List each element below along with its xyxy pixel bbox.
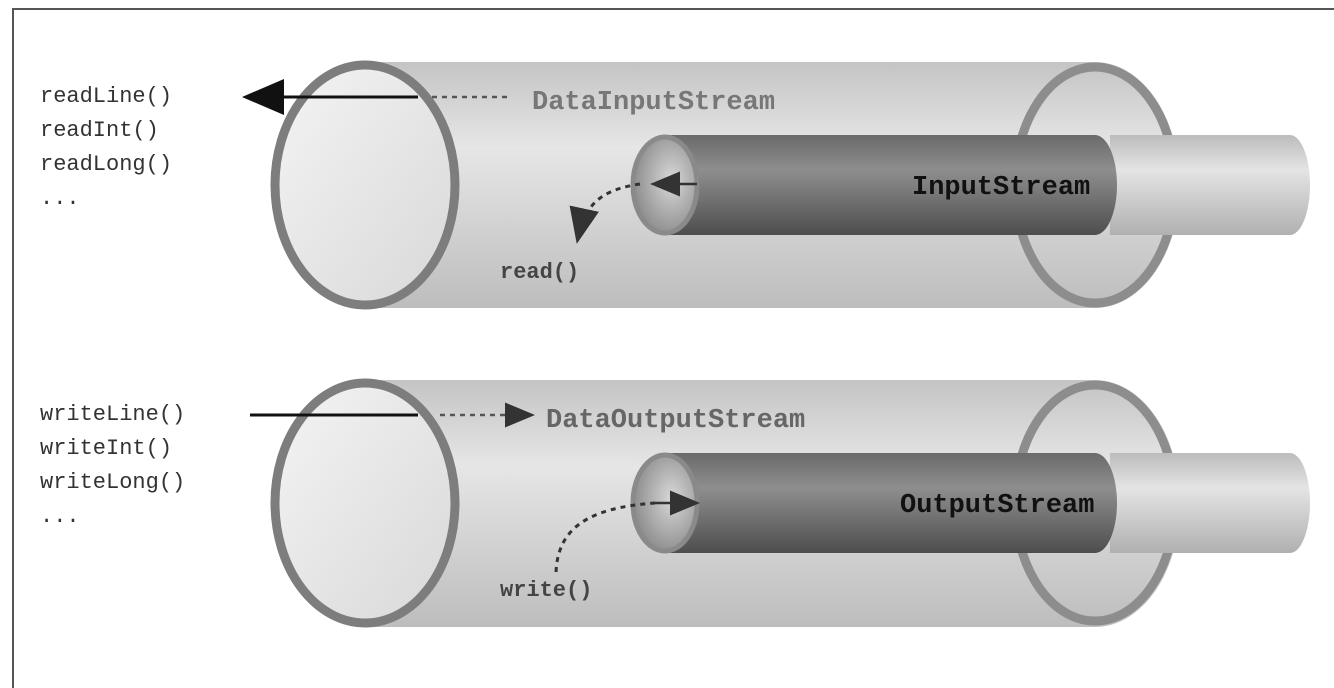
diagram-frame bbox=[12, 8, 1334, 688]
read-call-arrow bbox=[569, 182, 641, 244]
method-writeint: writeInt() bbox=[40, 436, 173, 461]
output-stream-label: OutputStream bbox=[900, 491, 1094, 521]
write-call-arrow bbox=[554, 501, 656, 573]
write-call-label: write() bbox=[500, 578, 592, 603]
input-method-list: readLine() readInt() readLong() ... bbox=[40, 80, 172, 216]
output-stream-tube bbox=[665, 453, 1117, 553]
method-readint: readInt() bbox=[40, 118, 159, 143]
input-stream-label: InputStream bbox=[912, 173, 1090, 203]
input-stream-tube bbox=[665, 135, 1117, 235]
output-stream-group bbox=[270, 378, 1310, 628]
data-input-stream-left-rim bbox=[270, 60, 460, 310]
read-call-label: read() bbox=[500, 260, 579, 285]
output-method-list: writeLine() writeInt() writeLong() ... bbox=[40, 398, 185, 534]
method-ellipsis: ... bbox=[40, 504, 80, 529]
method-writelong: writeLong() bbox=[40, 470, 186, 495]
input-stream-group bbox=[270, 60, 1310, 310]
method-readline: readLine() bbox=[40, 84, 173, 109]
stream-diagram: DataInputStream InputStream read() DataO… bbox=[242, 60, 1310, 628]
output-stream-tube-exposed bbox=[1110, 453, 1310, 553]
input-stream-tube-exposed bbox=[1110, 135, 1310, 235]
method-ellipsis: ... bbox=[40, 186, 80, 211]
data-input-stream-label: DataInputStream bbox=[532, 88, 775, 118]
data-output-stream-left-rim bbox=[270, 378, 460, 628]
data-output-stream-label: DataOutputStream bbox=[546, 406, 805, 436]
method-readlong: readLong() bbox=[40, 152, 173, 177]
method-writeline: writeLine() bbox=[40, 402, 186, 427]
